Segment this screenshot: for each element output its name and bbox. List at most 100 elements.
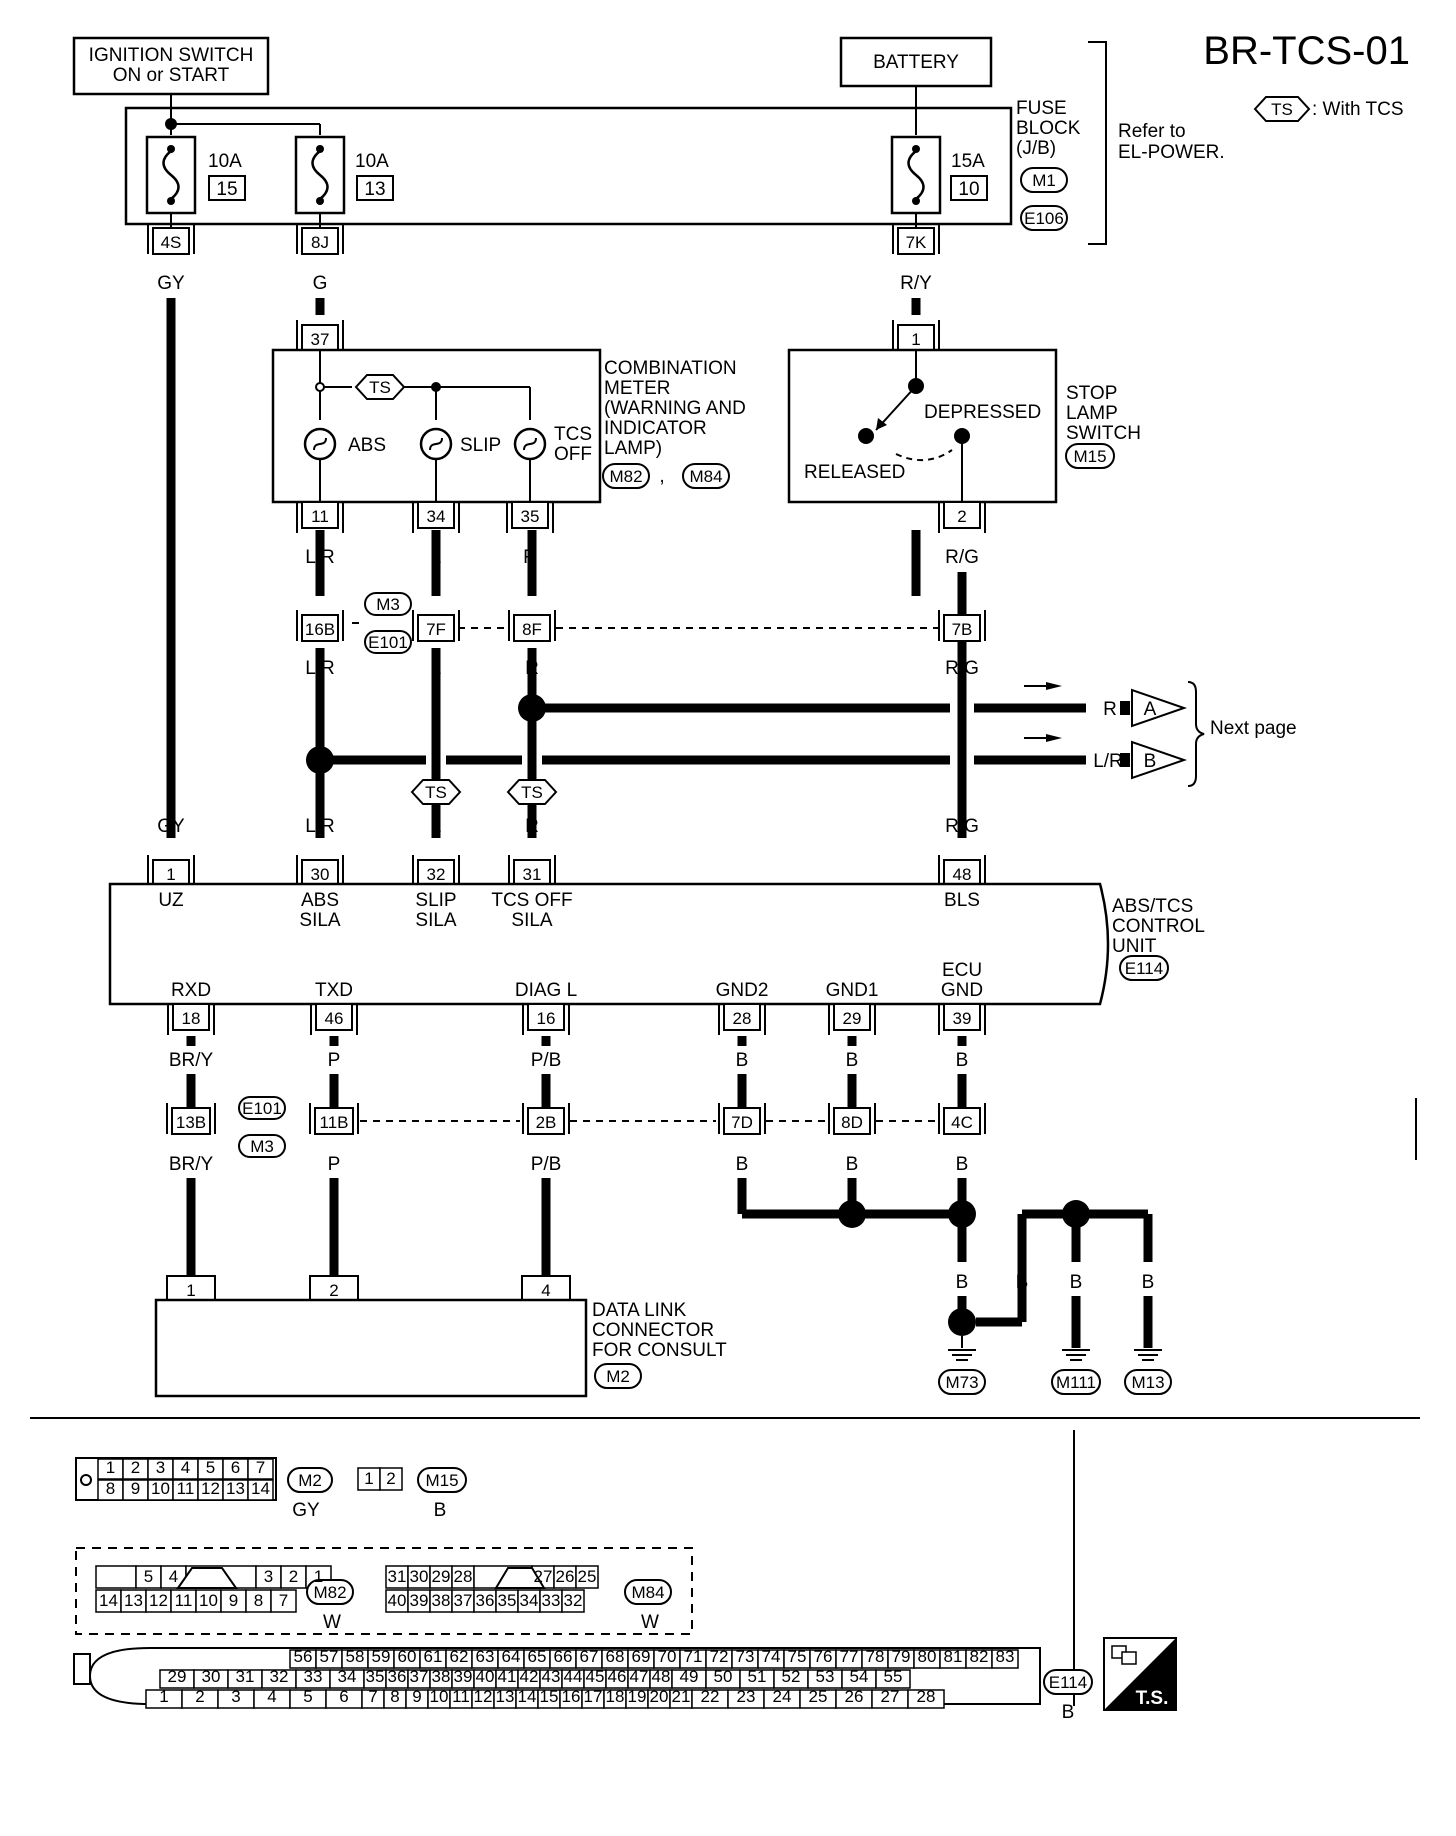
cell-number: 10 [151,1479,170,1498]
pin-number: 1 [911,330,920,349]
pin-box [943,501,981,529]
cell-number: 26 [845,1687,864,1706]
connector-id: M84 [689,467,722,486]
pin-number: 4C [951,1113,973,1132]
wire-color: P/B [531,1154,562,1175]
lamp-label: OFF [554,444,592,465]
cell-number: 2 [386,1469,395,1488]
connector-oval [238,1134,286,1158]
pin-number: 32 [427,865,446,884]
wire-color: R/Y [900,273,932,294]
cell-number: 75 [788,1647,807,1666]
cell-number: 77 [840,1647,859,1666]
pin-box [897,227,935,255]
cell-number: 34 [338,1667,357,1686]
abs-unit-label: ABS/TCS [1112,896,1193,917]
cell-number: 44 [564,1667,583,1686]
pin-box [723,1003,761,1031]
connector-id: M111 [1056,1373,1096,1392]
cell-number: 5 [303,1687,312,1706]
pin-number: 8J [311,233,329,252]
cell-number: 28 [917,1687,936,1706]
ts-label: TS [425,783,447,802]
pin-box [723,1107,761,1135]
cell-number: 9 [412,1687,421,1706]
cell-number: 5 [144,1567,153,1586]
cell-number: 81 [944,1647,963,1666]
wire-color: G [313,273,328,294]
cell-number: 52 [782,1667,801,1686]
cell-number: 12 [149,1591,168,1610]
connector-oval [1051,1369,1101,1395]
cell-number: 13 [124,1591,143,1610]
ts-label: TS [369,378,391,397]
wire-color: B [1016,1272,1029,1293]
connector-id: M2 [606,1367,630,1386]
wire-color: B [736,1050,749,1071]
cell-number: 33 [304,1667,323,1686]
wire-color: R [523,547,537,568]
legend-symbol: TS [1271,100,1293,119]
cell-number: 12 [474,1687,493,1706]
pin-function: GND1 [826,980,879,1001]
cell-number: 10 [430,1687,449,1706]
cell-number: 8 [106,1479,115,1498]
cell-number: 70 [658,1647,677,1666]
pin-number: 16 [537,1009,556,1028]
wire-color: R/G [945,547,979,568]
cell-number: 74 [762,1647,781,1666]
wire-color: L [431,658,442,679]
connector-color: B [1062,1702,1075,1723]
pin-function: SLIP [415,890,456,911]
cell-number: 14 [251,1479,270,1498]
cell-number: 21 [672,1687,691,1706]
pin-box [513,859,551,887]
pin-box [301,227,339,255]
fuse-block-label: FUSE [1016,98,1067,119]
ignition-switch-box [72,36,270,96]
pin-number: 11 [311,507,329,526]
pin-number: 35 [521,507,540,526]
connector-latch [176,1567,238,1589]
cell-number: 20 [650,1687,669,1706]
pin-number: 16B [305,620,335,639]
fuse-number: 15 [216,179,237,200]
cell-number: 32 [564,1591,583,1610]
connector-oval [1119,955,1169,981]
wire-color: P [328,1154,341,1175]
cell-number: 41 [498,1667,517,1686]
diagram-title: BR-TCS-01 [1203,29,1410,73]
cell-number: 54 [850,1667,869,1686]
wire-color: B [736,1154,749,1175]
cell-number: 3 [231,1687,240,1706]
connector-oval [594,1363,642,1389]
cell-number: 37 [410,1667,429,1686]
pin-box [417,859,455,887]
dlc-pin: 4 [541,1281,550,1300]
cell-number: 62 [450,1647,469,1666]
wire-color: R/G [945,816,979,837]
cell-number: 38 [432,1591,451,1610]
abs-unit-label: CONTROL [1112,916,1205,937]
wire-color: GY [157,816,185,837]
cell-number: 35 [498,1591,517,1610]
cell-number: 46 [608,1667,627,1686]
cell-number: 37 [454,1591,473,1610]
pin-number: 37 [311,330,330,349]
cell-number: 29 [168,1667,187,1686]
data-link-connector [154,1298,588,1398]
switch-state: RELEASED [804,462,905,483]
cell-number: 4 [267,1687,276,1706]
cell-number: 30 [202,1667,221,1686]
pin-box [943,1003,981,1031]
pin-box [301,614,339,642]
ignition-label: IGNITION SWITCH [89,45,254,66]
cell-number: 14 [99,1591,118,1610]
cell-number: 23 [737,1687,756,1706]
pin-number: 8F [522,620,542,639]
connector-id: E101 [242,1099,282,1118]
cell-number: 31 [388,1567,407,1586]
cell-number: 3 [264,1567,273,1586]
cell-number: 2 [131,1458,140,1477]
